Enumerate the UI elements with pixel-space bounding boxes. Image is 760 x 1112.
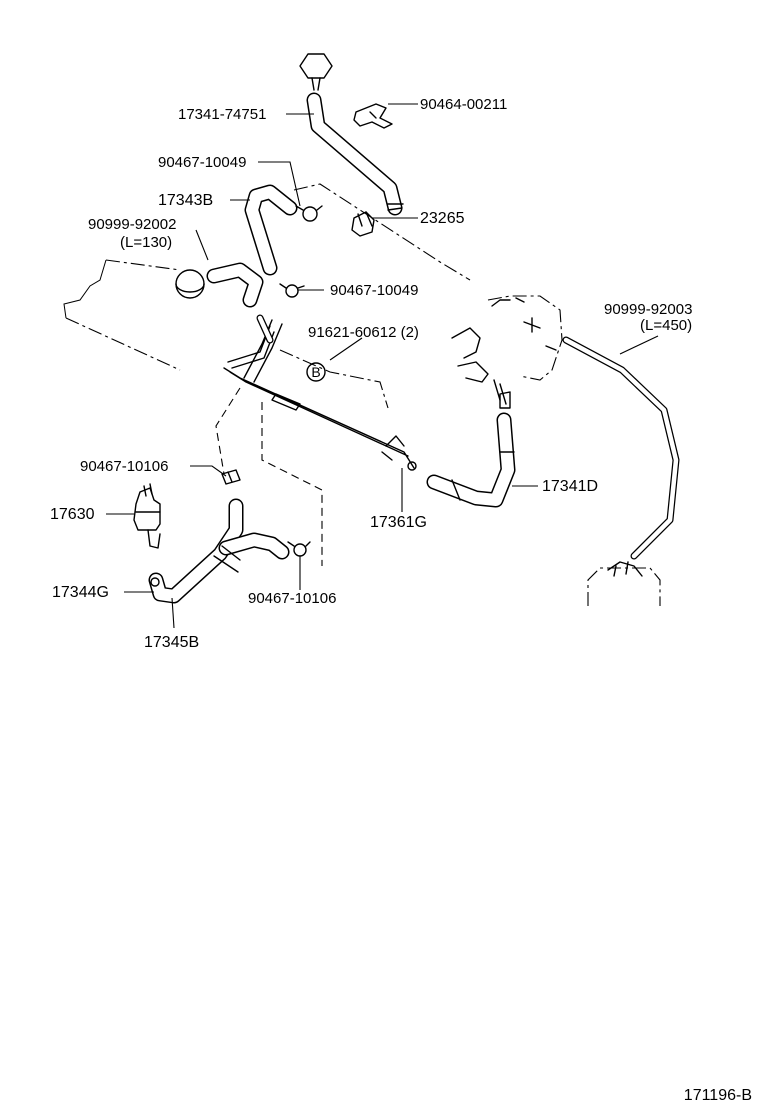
- hose-90999-92003: [562, 336, 680, 560]
- label-90467-10106-upper: 90467-10106: [80, 458, 168, 475]
- hose-17343b: [244, 184, 298, 276]
- hose-17344g: [148, 498, 290, 604]
- leader-lines: [106, 103, 659, 629]
- label-17345b: 17345B: [144, 634, 199, 651]
- engine-block-right: [487, 295, 563, 381]
- hose-17341-74751: [306, 92, 404, 216]
- label-90999-92003: 90999-92003: [604, 301, 692, 318]
- clamp-90467-10106-left: [221, 469, 241, 485]
- label-17630: 17630: [50, 506, 95, 523]
- label-l450: (L=450): [640, 317, 692, 334]
- label-17343b: 17343B: [158, 192, 213, 209]
- clamp-90467-10049-lower: [279, 283, 305, 298]
- label-17341-74751: 17341-74751: [178, 106, 266, 123]
- dashed-guide-right: [261, 402, 323, 566]
- figure-code: 171196-B: [684, 1087, 752, 1104]
- clamp-90467-10049-upper: [295, 205, 323, 222]
- label-l130: (L=130): [120, 234, 172, 251]
- label-90467-10106-lower: 90467-10106: [248, 590, 336, 607]
- top-connector-shape: [299, 53, 333, 91]
- hose-17341d: [426, 412, 516, 508]
- hose-90999-92002: [206, 262, 264, 308]
- clamp-90464-00211: [353, 103, 393, 129]
- label-17361g: 17361G: [370, 514, 427, 531]
- label-17344g: 17344G: [52, 584, 109, 601]
- label-90464-00211: 90464-00211: [420, 96, 507, 113]
- engine-outline-left: [63, 259, 181, 371]
- pipe-17361g: [223, 314, 417, 471]
- label-90467-10049-lower: 90467-10049: [330, 282, 418, 299]
- part-labels: 17341-74751 90464-00211 90467-10049 1734…: [50, 96, 692, 651]
- valve-23265: [351, 211, 375, 237]
- reference-marker-b: B: [306, 362, 326, 382]
- fitting-circle-left: [175, 269, 205, 299]
- connector-line-b: [279, 349, 389, 409]
- label-23265: 23265: [420, 210, 465, 227]
- canister: [587, 561, 661, 606]
- clamp-90467-10106-right: [287, 541, 311, 557]
- label-91621-60612: 91621-60612 (2): [308, 324, 419, 341]
- vsv-17630: [133, 483, 161, 549]
- bracket-center-right: [451, 327, 511, 409]
- label-90999-92002: 90999-92002: [88, 216, 176, 233]
- dashed-guide-left: [215, 387, 241, 475]
- reference-marker-letter: B: [311, 364, 320, 380]
- label-17341d: 17341D: [542, 478, 598, 495]
- connector-line-top: [293, 183, 471, 281]
- label-90467-10049-upper: 90467-10049: [158, 154, 246, 171]
